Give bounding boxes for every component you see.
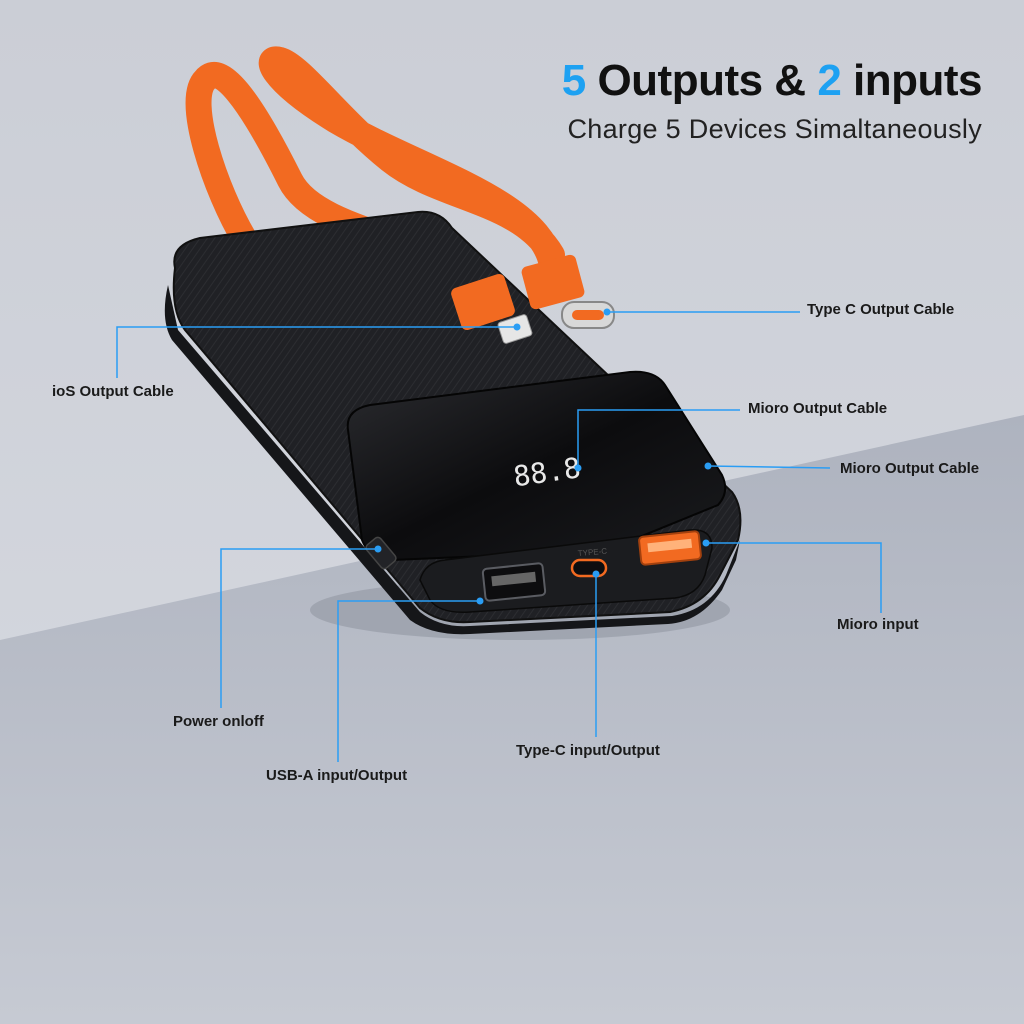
headline-outputs-count: 5 (561, 56, 586, 105)
leader-power (220, 548, 378, 708)
background-floor (0, 415, 1024, 1024)
leader-ios (116, 326, 517, 378)
label-mioro-input: Mioro input (837, 616, 919, 633)
label-type-c-input-output: Type-C input/Output (516, 742, 660, 759)
leader-usb-a (337, 600, 480, 762)
leader-lines (116, 311, 882, 762)
label-power-onoff: Power onloff (173, 713, 264, 730)
headline-text-2: inputs (841, 56, 982, 105)
type-c-connector (521, 254, 615, 329)
port-label: TYPE-C (577, 546, 607, 558)
type-c-port (570, 558, 608, 578)
power-bank: TYPE-C 88.8 (164, 210, 742, 635)
power-button (365, 536, 397, 570)
label-type-c-output-cable: Type C Output Cable (807, 301, 955, 318)
label-mioro-output-cable-2: Mioro Output Cable (840, 460, 980, 477)
headline-text-1: Outputs & (585, 56, 818, 105)
label-ios-output-cable: ioS Output Cable (52, 383, 174, 400)
label-usb-a-input-output: USB-A input/Output (266, 767, 408, 784)
leader-mioro-output-2 (707, 465, 831, 469)
label-mioro-output-cable-1: Mioro Output Cable (748, 400, 888, 417)
leader-mioro-input (706, 542, 882, 613)
leader-mioro-output-1 (577, 409, 740, 468)
leader-dots (374, 308, 712, 605)
headline: 5 Outputs & 2 inputs (561, 56, 983, 106)
headline-inputs-count: 2 (817, 56, 842, 105)
device-side (164, 285, 741, 635)
subheadline: Charge 5 Devices Simaltaneously (567, 114, 982, 144)
